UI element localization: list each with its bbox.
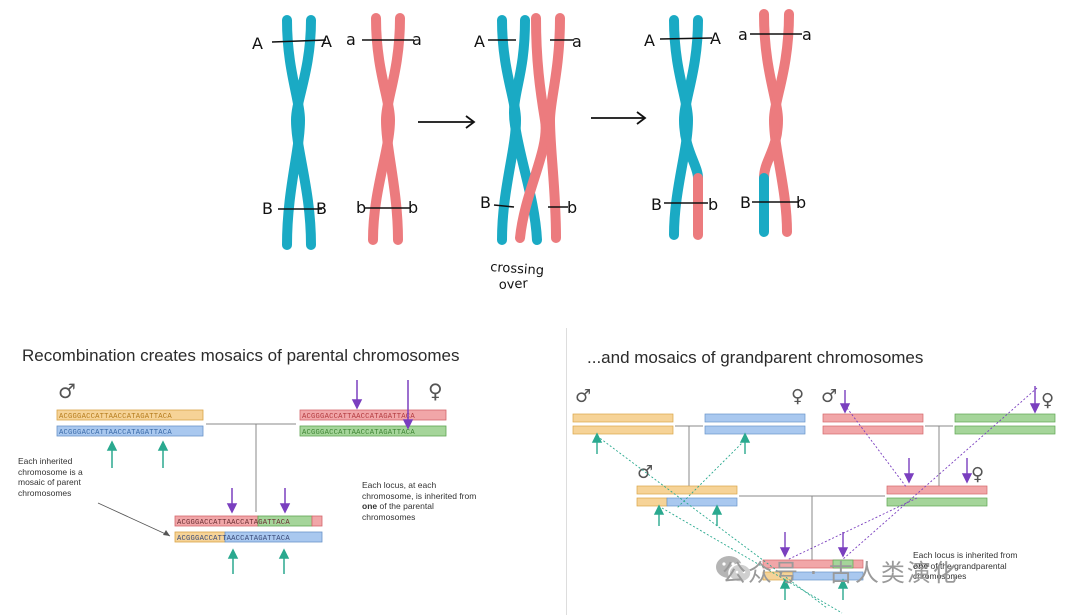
arrow-right-icon: [591, 111, 647, 125]
allele-label: b: [356, 198, 366, 217]
allele-label: b: [408, 198, 418, 217]
parental-mosaic-diagram: ♂ ♀ ACGGGACCATTAACCATAGATTACA ACGGGACCAT…: [56, 379, 447, 574]
crossing-over-label: over: [498, 276, 528, 293]
allele-label: b: [708, 195, 718, 214]
locus-note: Each locus, at each chromosome, is inher…: [362, 480, 477, 522]
chromosome-bar: [299, 425, 447, 437]
male-symbol-icon: ♂: [58, 379, 76, 403]
female-symbol-icon: ♀: [428, 379, 443, 403]
watermark: 公众号 · 古人类演化: [714, 552, 957, 588]
chromosome-pair-original: [271, 13, 414, 250]
mosaic-note: Each inherited chromosome is a mosaic of…: [18, 456, 83, 498]
male-symbol-icon: ♂: [821, 386, 837, 407]
allele-label: B: [740, 193, 751, 212]
chromosome-pair-crossing: [488, 13, 574, 245]
allele-label: A: [321, 32, 332, 51]
sequence-text: ACGGGACCATTAACCATAGATTACA: [302, 429, 415, 437]
sequence-text: ACGGGACCATTAACCATAGATTACA: [177, 535, 290, 543]
allele-label: B: [480, 193, 491, 212]
sequence-text: ACGGGACCATTAACCATAGATTACA: [302, 413, 415, 421]
sequence-text: ACGGGACCATTAACCATAGATTACA: [177, 519, 290, 527]
allele-label: B: [316, 199, 327, 218]
allele-label: a: [412, 30, 422, 49]
allele-label: A: [474, 32, 485, 51]
allele-label: a: [802, 25, 812, 44]
allele-label: b: [567, 198, 577, 217]
female-symbol-icon: ♀: [971, 464, 984, 485]
male-symbol-icon: ♂: [575, 386, 591, 407]
panel-title: Recombination creates mosaics of parenta…: [22, 346, 460, 365]
locus-note: Each locus is inherited from one of the …: [913, 550, 1018, 581]
child-chromosome-paternal: [174, 531, 323, 543]
crossing-over-label: crossing: [490, 260, 545, 279]
watermark-text: 公众号 · 古人类演化: [722, 558, 959, 587]
allele-label: B: [262, 199, 273, 218]
chromosome-pair-recombined: [659, 9, 802, 240]
grandparent-mosaic-diagram: ♂ ♀ ♂ ♀ ♂ ♀: [572, 386, 1056, 614]
panel-title: ...and mosaics of grandparent chromosome…: [587, 348, 924, 367]
child-chromosome-maternal: [174, 515, 323, 527]
allele-label: b: [796, 193, 806, 212]
allele-label: A: [644, 31, 655, 50]
female-symbol-icon: ♀: [791, 386, 804, 407]
crossing-over-diagram: A A a a B B b b A a B b A A a a B b B b …: [252, 9, 812, 293]
sequence-text: ACGGGACCATTAACCATAGATTACA: [59, 413, 172, 421]
wechat-icon: [716, 556, 752, 583]
allele-label: a: [738, 25, 748, 44]
allele-label: a: [346, 30, 356, 49]
panel-grandparent-mosaics: ...and mosaics of grandparent chromosome…: [566, 328, 1061, 615]
allele-label: A: [252, 34, 263, 53]
allele-label: A: [710, 29, 721, 48]
allele-label: B: [651, 195, 662, 214]
allele-label: a: [572, 32, 582, 51]
female-symbol-icon: ♀: [1041, 390, 1054, 411]
chromosome-bar: [299, 409, 447, 421]
chromosome-bar: [56, 409, 204, 421]
sequence-text: ACGGGACCATTAACCATAGATTACA: [59, 429, 172, 437]
panel-parental-mosaics: Recombination creates mosaics of parenta…: [0, 328, 496, 615]
arrow-right-icon: [418, 115, 476, 129]
chromosome-bar: [56, 425, 204, 437]
